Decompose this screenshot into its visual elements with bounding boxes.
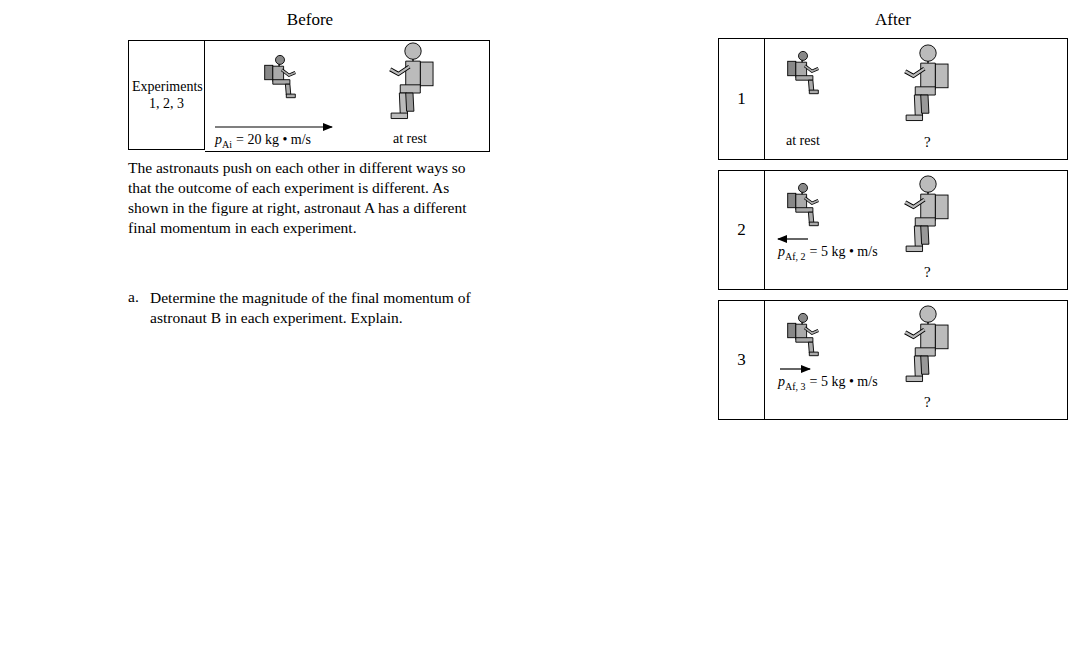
astronaut-b bbox=[390, 43, 433, 119]
astronaut-a bbox=[788, 183, 819, 225]
picture-cell: pAi = 20 kg • m/s at rest bbox=[205, 40, 490, 152]
row-label: Experiments 1, 2, 3 bbox=[132, 78, 201, 113]
momentum-arrow bbox=[780, 368, 810, 369]
momentum-value: = 5 kg • m/s bbox=[810, 374, 878, 389]
state-label: at rest bbox=[393, 131, 427, 148]
momentum-label: pAf, 2 = 5 kg • m/s bbox=[778, 244, 878, 261]
label-cell: Experiments 1, 2, 3 bbox=[128, 40, 205, 150]
momentum-value: = 20 kg • m/s bbox=[236, 132, 311, 147]
label-cell: 3 bbox=[718, 300, 765, 420]
momentum-subscript: Ai bbox=[222, 139, 232, 150]
problem-text: The astronauts push on each other in dif… bbox=[128, 158, 480, 239]
picture-cell: at rest? bbox=[765, 38, 1068, 160]
astronaut-a bbox=[788, 51, 819, 93]
momentum-subscript: Af, 3 bbox=[785, 381, 806, 392]
question-text: Determine the magnitude of the final mom… bbox=[150, 288, 480, 328]
label-cell: 2 bbox=[718, 170, 765, 290]
picture-cell: pAf, 3 = 5 kg • m/s? bbox=[765, 300, 1068, 420]
momentum-subscript: Af, 2 bbox=[785, 251, 806, 262]
astronaut-a bbox=[265, 55, 296, 97]
row-label: 3 bbox=[722, 349, 761, 370]
unknown-mark: ? bbox=[924, 263, 931, 281]
unknown-mark: ? bbox=[924, 393, 931, 411]
item-letter: a. bbox=[128, 288, 139, 307]
astronaut-a bbox=[788, 313, 819, 355]
row-label: 1 bbox=[722, 88, 761, 109]
panel-heading: Before bbox=[287, 10, 333, 30]
momentum-label: pAi = 20 kg • m/s bbox=[215, 132, 311, 149]
momentum-arrow bbox=[215, 126, 332, 127]
astronaut-b bbox=[905, 45, 948, 121]
momentum-symbol: p bbox=[778, 374, 785, 389]
momentum-symbol: p bbox=[215, 132, 222, 147]
state-label: at rest bbox=[786, 133, 820, 150]
label-cell: 1 bbox=[718, 38, 765, 160]
row-label: 2 bbox=[722, 219, 761, 240]
momentum-arrow bbox=[778, 238, 808, 239]
momentum-symbol: p bbox=[778, 244, 785, 259]
astronaut-b bbox=[905, 176, 948, 252]
unknown-mark: ? bbox=[924, 133, 931, 151]
momentum-label: pAf, 3 = 5 kg • m/s bbox=[778, 374, 878, 391]
panel-heading: After bbox=[875, 10, 911, 30]
astronaut-b bbox=[905, 306, 948, 382]
picture-cell: pAf, 2 = 5 kg • m/s? bbox=[765, 170, 1068, 290]
momentum-value: = 5 kg • m/s bbox=[810, 244, 878, 259]
